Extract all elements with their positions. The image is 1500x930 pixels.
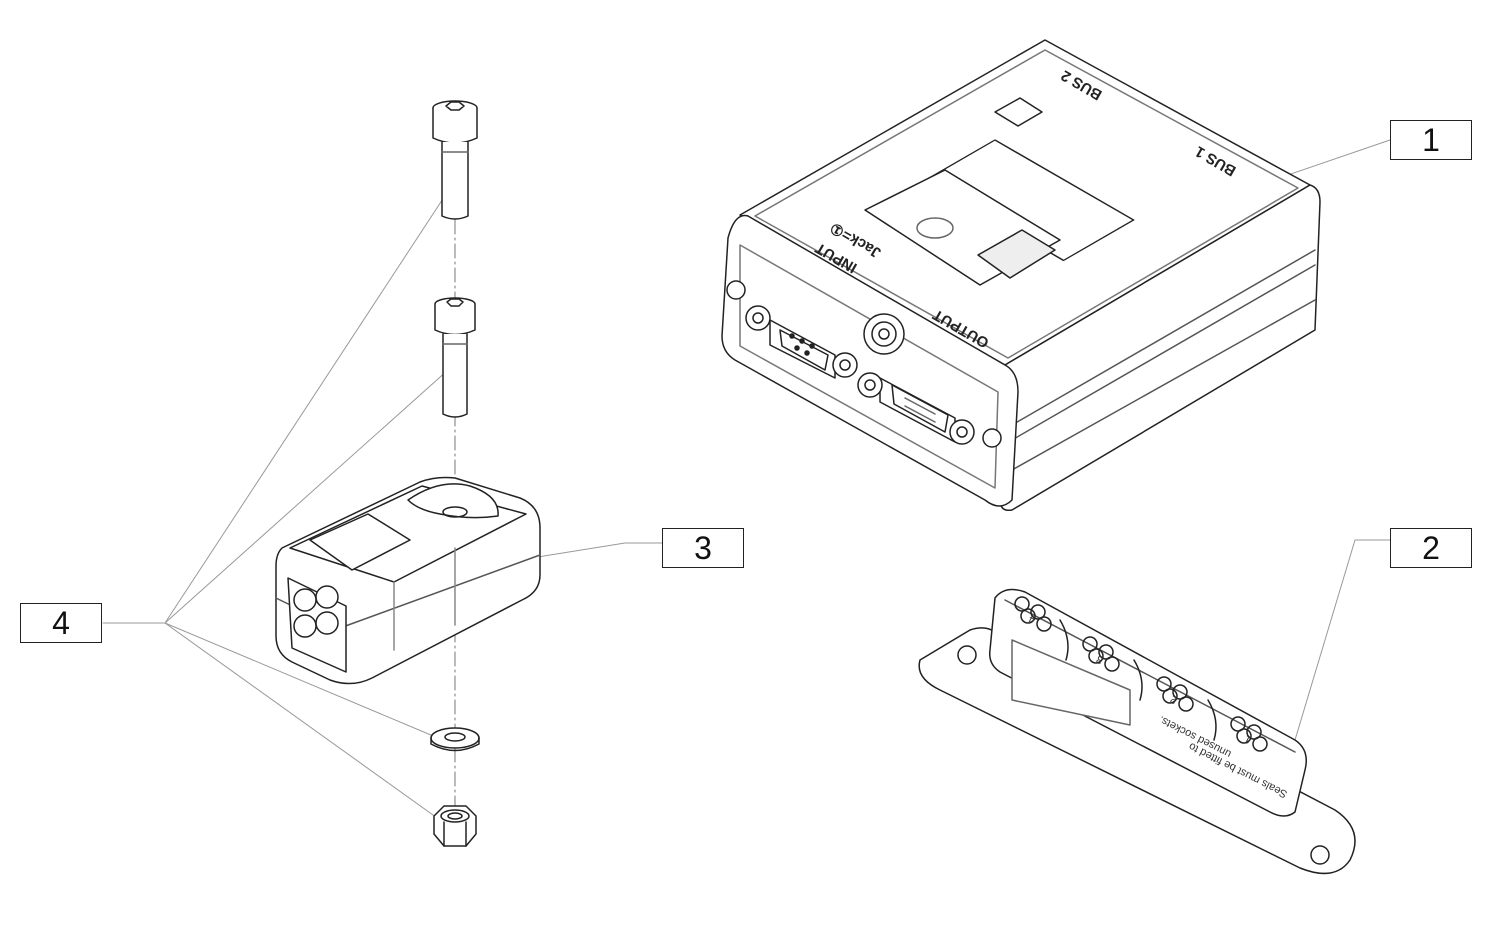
callout-3: 3 bbox=[662, 528, 744, 568]
connector-strip bbox=[918, 588, 1356, 875]
socket-number-3: 3 bbox=[1094, 653, 1105, 666]
callout-3-number: 3 bbox=[694, 529, 712, 566]
input-dsub-connector bbox=[745, 305, 858, 379]
socket-group-3 bbox=[1082, 636, 1120, 672]
output-dsub-connector bbox=[857, 372, 975, 445]
bolt-long bbox=[432, 100, 478, 220]
socket-group-1 bbox=[1230, 716, 1268, 752]
bolt-short bbox=[434, 297, 476, 418]
callout-4-number: 4 bbox=[52, 604, 70, 641]
washer bbox=[430, 727, 480, 752]
socket-group-2 bbox=[1156, 676, 1194, 712]
callout-2-number: 2 bbox=[1422, 529, 1440, 566]
jack-socket bbox=[863, 313, 905, 355]
leader-4-washer bbox=[164, 622, 439, 739]
callout-4: 4 bbox=[20, 603, 102, 643]
leader-4-bolt-short bbox=[164, 369, 449, 624]
leader-4-nut bbox=[164, 622, 441, 821]
socket-number-4: 4 bbox=[1026, 613, 1037, 626]
callout-1-number: 1 bbox=[1422, 121, 1440, 158]
socket-number-1: 1 bbox=[1242, 733, 1253, 746]
leader-4-bolt-long bbox=[164, 184, 453, 624]
callout-2: 2 bbox=[1390, 528, 1472, 568]
socket-group-4 bbox=[1014, 596, 1052, 632]
sensor-housing bbox=[275, 476, 541, 685]
controller-box bbox=[721, 39, 1321, 512]
nut bbox=[433, 805, 477, 847]
socket-number-2: 2 bbox=[1168, 693, 1179, 706]
callout-1: 1 bbox=[1390, 120, 1472, 160]
